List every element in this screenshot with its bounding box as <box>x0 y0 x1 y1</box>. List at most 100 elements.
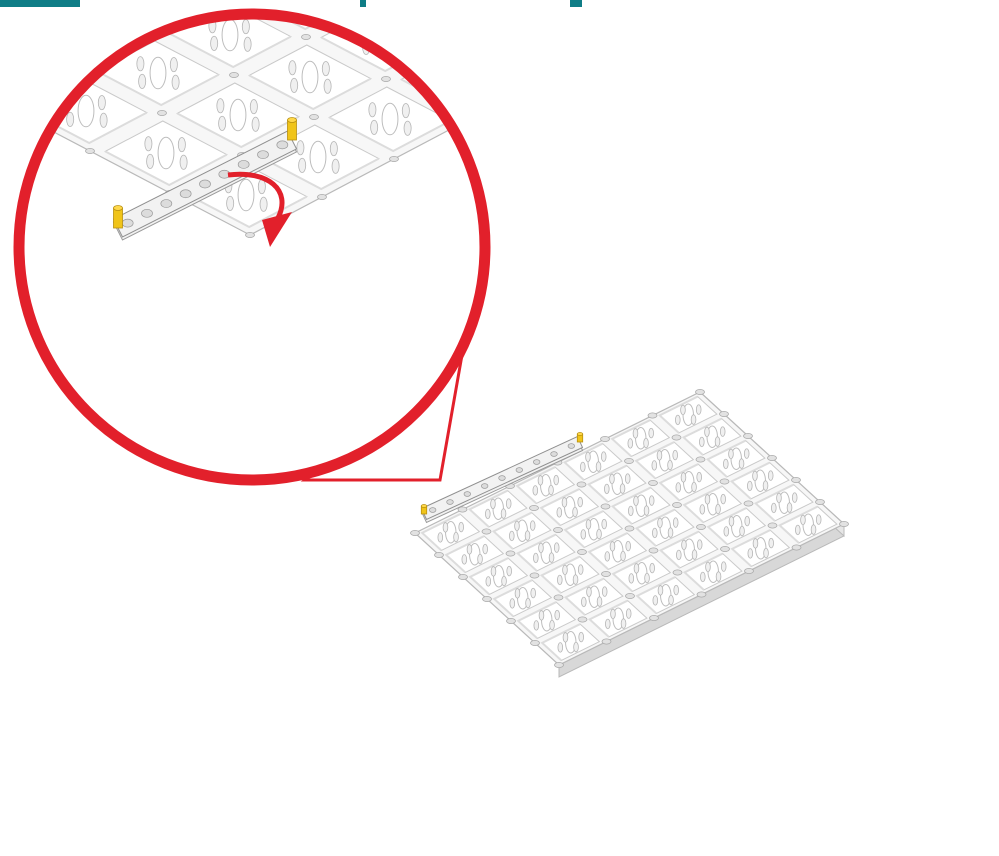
zoom-plate-post-hole <box>230 72 239 77</box>
plate-cell-pin-hole <box>753 471 758 481</box>
plate-cell-pin-hole <box>681 473 686 483</box>
plate-post-hole <box>530 573 539 578</box>
plate-cell-pin-hole <box>443 523 448 533</box>
zoom-plate-cell-wall <box>0 67 67 101</box>
zoom-plate-cell-pin-hole <box>404 121 411 135</box>
plate-post-hole <box>555 662 564 667</box>
plate-post-hole <box>601 436 610 441</box>
plate-cell-pin-hole <box>485 509 490 519</box>
plate-cell-pin-hole <box>531 588 536 598</box>
plate-cell-pin-hole <box>506 499 511 509</box>
plate-post-hole <box>482 529 491 534</box>
header-bar-right <box>570 0 582 7</box>
plate-cell-pin-hole <box>697 540 702 550</box>
plate-post-hole <box>578 549 587 554</box>
plate-cell-pin-hole <box>578 497 583 507</box>
zoom-plate-cell-pin-hole <box>260 197 267 211</box>
zoom-plate-cell-pin-hole <box>361 23 368 37</box>
plate-post-hole <box>459 574 468 579</box>
plate-cell-pin-hole <box>768 471 773 481</box>
zoom-plate-cell-pin-hole <box>299 158 306 172</box>
plate-post-hole <box>792 545 801 550</box>
zoom-plate-cell-pin-hole <box>252 117 259 131</box>
plate-cell-pin-hole <box>483 544 488 554</box>
zoom-plate-post-hole <box>534 80 543 85</box>
plate-cell-pin-hole <box>657 451 662 461</box>
plate-cell-pin-hole <box>649 496 654 506</box>
plate-cell-pin-hole <box>673 518 678 528</box>
plate-cell-pin-hole <box>626 609 631 619</box>
plate-cell-pin-hole <box>676 550 681 560</box>
plate-cell-pin-hole <box>745 516 750 526</box>
plate-cell-pin-hole <box>739 459 744 469</box>
plate-post-hole <box>554 595 563 600</box>
plate-post-hole <box>411 530 420 535</box>
zoom-plate-cell-hole <box>294 0 310 13</box>
plate-cell-pin-hole <box>563 565 568 575</box>
plate-cell-pin-hole <box>491 499 496 509</box>
zoom-plate-cell-pin-hole <box>180 155 187 169</box>
plate-cell-pin-hole <box>539 611 544 621</box>
plate-cell-pin-hole <box>628 439 633 449</box>
plate-post-hole <box>840 521 849 526</box>
plate-cell-pin-hole <box>676 483 681 493</box>
plate-post-hole <box>744 501 753 506</box>
zoom-plate-post-hole <box>246 232 255 237</box>
zoom-plate-post-hole <box>78 68 87 73</box>
plate-cell-pin-hole <box>486 577 491 587</box>
zoom-plate-cell-pin-hole <box>131 0 138 8</box>
plate-cell-pin-hole <box>580 462 585 472</box>
zoom-plate-cell-pin-hole <box>90 16 97 30</box>
plate-post-hole <box>816 499 825 504</box>
plate-cell-pin-hole <box>658 586 663 596</box>
plate-cell-pin-hole <box>692 482 697 492</box>
plate-cell-pin-hole <box>530 521 535 531</box>
plate-cell-pin-hole <box>515 521 520 531</box>
small-beam-hole <box>464 492 471 497</box>
plate-cell-pin-hole <box>748 549 753 559</box>
plate-post-hole <box>650 615 659 620</box>
plate-cell-pin-hole <box>691 415 696 425</box>
plate-cell-pin-hole <box>644 438 649 448</box>
zoom-plate-cell-hole <box>70 15 86 47</box>
plate-cell-pin-hole <box>454 532 459 542</box>
plate-post-hole <box>720 479 729 484</box>
zoom-plate-cell-pin-hole <box>396 41 403 55</box>
plate-cell-pin-hole <box>581 530 586 540</box>
plate-cell-pin-hole <box>502 576 507 586</box>
plate-cell-pin-hole <box>715 437 720 447</box>
zoom-plate-post-hole <box>310 114 319 119</box>
plate-cell-pin-hole <box>629 574 634 584</box>
plate-cell-pin-hole <box>716 572 721 582</box>
plate-cell-pin-hole <box>581 597 586 607</box>
plate-cell-pin-hole <box>621 551 626 561</box>
small-beam-hole <box>447 500 454 505</box>
plate-cell-pin-hole <box>438 533 443 543</box>
plate-post-hole <box>625 458 634 463</box>
zoom-plate-cell-pin-hole <box>67 112 74 126</box>
zoom-plate-post-hole <box>0 26 7 31</box>
plate-cell-pin-hole <box>740 526 745 536</box>
plate-cell-pin-hole <box>633 429 638 439</box>
zoom-plate-cell-pin-hole <box>219 116 226 130</box>
plate-post-hole <box>554 527 563 532</box>
large-beam-hole <box>258 151 269 159</box>
small-beam-hole <box>533 460 540 465</box>
plate-cell-pin-hole <box>699 437 704 447</box>
plate-cell-pin-hole <box>634 496 639 506</box>
zoom-plate-cell-pin-hole <box>227 196 234 210</box>
plate-post-hole <box>506 551 515 556</box>
plate-post-hole <box>435 552 444 557</box>
plate-cell-pin-hole <box>668 460 673 470</box>
zoom-plate-cell-pin-hole <box>441 65 448 79</box>
zoom-plate-cell-pin-hole <box>371 120 378 134</box>
plate-cell-pin-hole <box>681 405 686 415</box>
plate-cell-pin-hole <box>696 405 701 415</box>
plate-post-hole <box>673 502 682 507</box>
zoom-plate-cell-pin-hole <box>324 79 331 93</box>
plate-cell-pin-hole <box>579 632 584 642</box>
plate-cell-pin-hole <box>621 619 626 629</box>
large-pin-left <box>114 208 123 228</box>
zoom-plate-cell-pin-hole <box>147 154 154 168</box>
